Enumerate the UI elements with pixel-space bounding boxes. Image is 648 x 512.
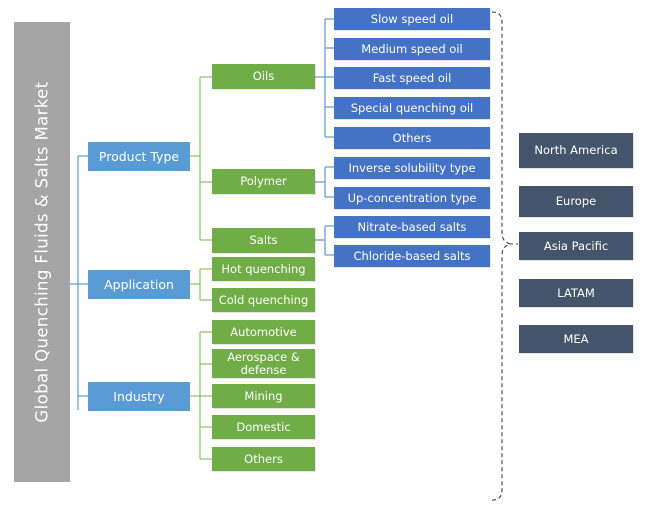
segment-industry[interactable]: Industry [88, 382, 190, 411]
subsegment-cold-quenching-label: Cold quenching [218, 292, 309, 307]
product-special-quenching-oil[interactable]: Special quenching oil [334, 97, 490, 119]
product-slow-speed-oil[interactable]: Slow speed oil [334, 8, 490, 30]
segment-application-label: Application [104, 276, 174, 292]
region-asia-pacific[interactable]: Asia Pacific [519, 232, 633, 260]
segment-application[interactable]: Application [88, 270, 190, 299]
region-mea-label: MEA [563, 331, 589, 346]
product-nitrate-based-salts[interactable]: Nitrate-based salts [334, 216, 490, 238]
subsegment-polymer-label: Polymer [240, 174, 287, 189]
subsegment-salts[interactable]: Salts [212, 228, 315, 253]
subsegment-aerospace-defense[interactable]: Aerospace & defense [212, 349, 315, 378]
product-special-quenching-oil-label: Special quenching oil [350, 100, 474, 115]
subsegment-salts-label: Salts [249, 233, 278, 248]
subsegment-domestic[interactable]: Domestic [212, 415, 315, 439]
region-europe-label: Europe [555, 194, 597, 209]
product-inverse-solubility-type[interactable]: Inverse solubility type [334, 157, 490, 179]
region-mea[interactable]: MEA [519, 325, 633, 353]
product-medium-speed-oil[interactable]: Medium speed oil [334, 38, 490, 60]
region-north-america[interactable]: North America [519, 133, 633, 168]
subsegment-mining-label: Mining [244, 388, 283, 403]
region-asia-pacific-label: Asia Pacific [543, 238, 609, 253]
product-fast-speed-oil[interactable]: Fast speed oil [334, 67, 490, 89]
subsegment-cold-quenching[interactable]: Cold quenching [212, 288, 315, 312]
region-europe[interactable]: Europe [519, 186, 633, 217]
subsegment-oils-label: Oils [252, 69, 275, 84]
segment-product-type-label: Product Type [98, 148, 180, 164]
product-up-concentration-type-label: Up-concentration type [347, 190, 477, 205]
subsegment-hot-quenching-label: Hot quenching [221, 261, 306, 276]
region-north-america-label: North America [534, 143, 618, 158]
subsegment-automotive[interactable]: Automotive [212, 320, 315, 344]
product-fast-speed-oil-label: Fast speed oil [372, 70, 452, 85]
market-title-bar: Global Quenching Fluids & Salts Market [14, 22, 70, 482]
subsegment-aerospace-defense-label: Aerospace & defense [227, 350, 300, 377]
subsegment-hot-quenching[interactable]: Hot quenching [212, 257, 315, 281]
product-inverse-solubility-type-label: Inverse solubility type [348, 160, 476, 175]
subsegment-domestic-label: Domestic [236, 419, 291, 434]
product-oils-others[interactable]: Others [334, 127, 490, 149]
region-latam-label: LATAM [557, 285, 595, 300]
product-medium-speed-oil-label: Medium speed oil [361, 41, 463, 56]
product-chloride-based-salts-label: Chloride-based salts [353, 248, 471, 263]
subsegment-oils[interactable]: Oils [212, 64, 315, 89]
subsegment-industry-others-label: Others [244, 451, 283, 466]
product-oils-others-label: Others [392, 130, 432, 145]
region-latam[interactable]: LATAM [519, 279, 633, 307]
page-title: Global Quenching Fluids & Salts Market [32, 81, 52, 423]
subsegment-automotive-label: Automotive [230, 324, 297, 339]
subsegment-polymer[interactable]: Polymer [212, 169, 315, 194]
segment-product-type[interactable]: Product Type [88, 142, 190, 171]
product-chloride-based-salts[interactable]: Chloride-based salts [334, 245, 490, 267]
segment-industry-label: Industry [113, 388, 165, 404]
product-slow-speed-oil-label: Slow speed oil [370, 11, 454, 26]
subsegment-mining[interactable]: Mining [212, 384, 315, 408]
subsegment-industry-others[interactable]: Others [212, 447, 315, 471]
product-up-concentration-type[interactable]: Up-concentration type [334, 187, 490, 209]
product-nitrate-based-salts-label: Nitrate-based salts [357, 219, 467, 234]
